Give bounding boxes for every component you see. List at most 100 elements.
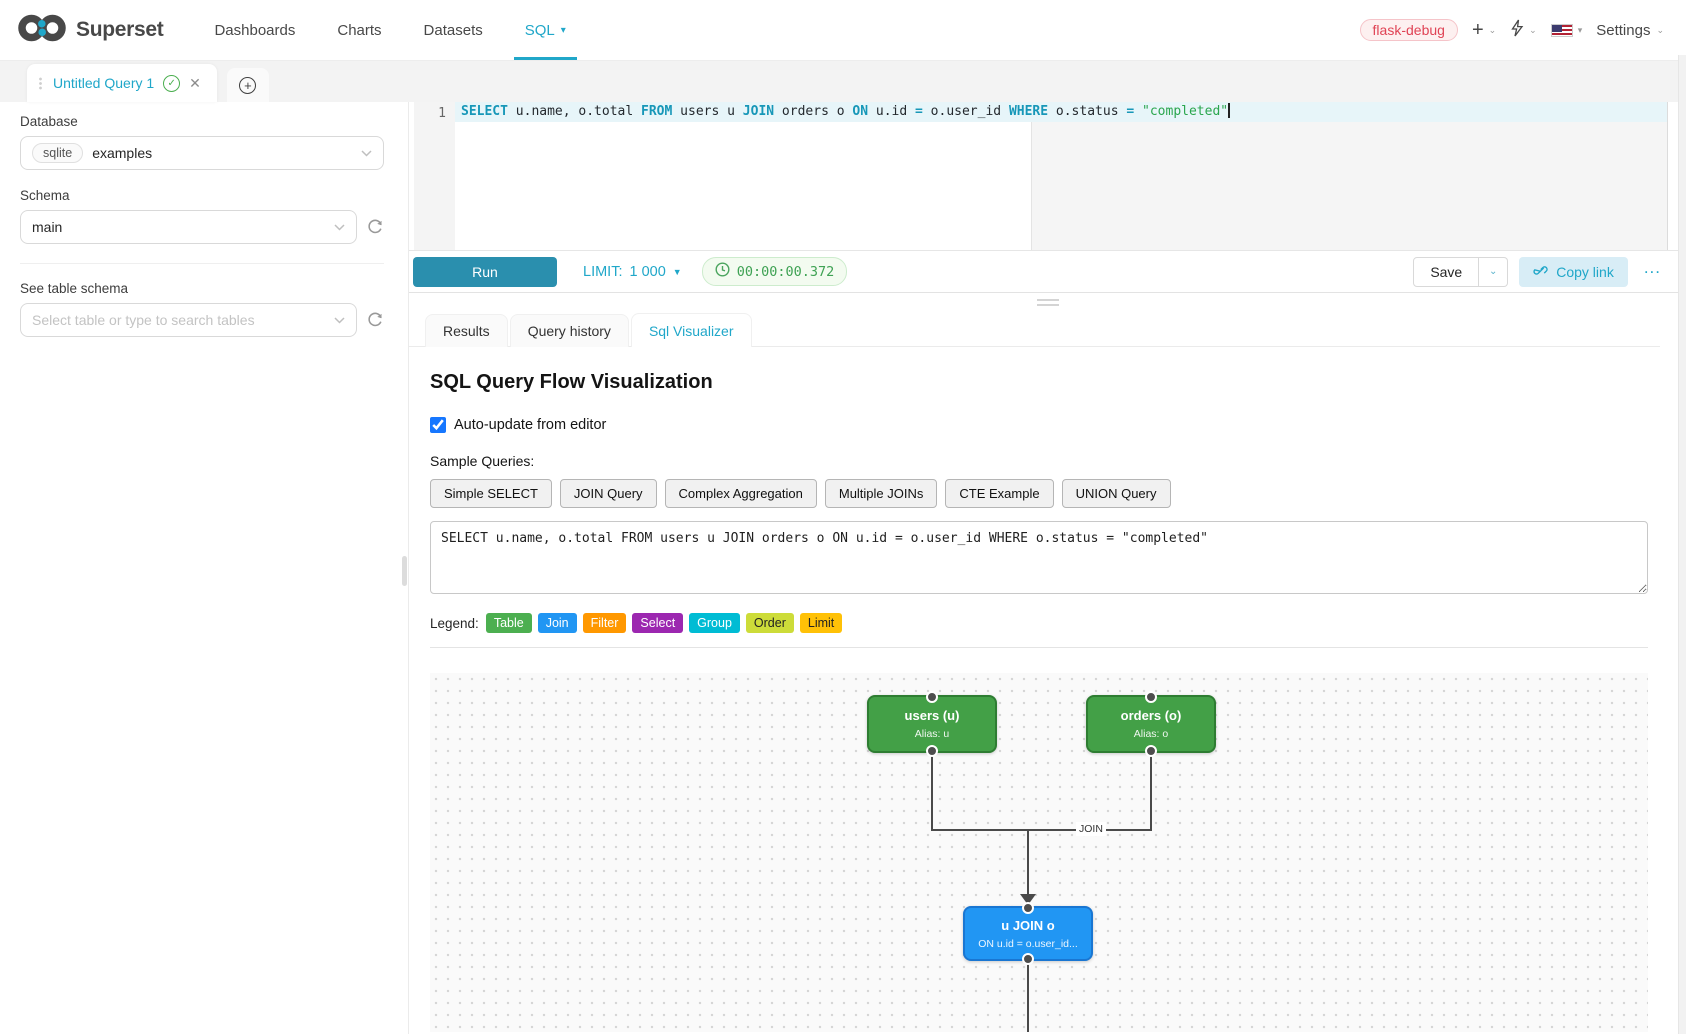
node-title: users (u) [904, 708, 960, 723]
sample-queries-label: Sample Queries: [430, 453, 535, 469]
flow-node[interactable]: orders (o)Alias: o [1086, 691, 1216, 757]
refresh-tables-button[interactable] [366, 311, 384, 329]
sql-token: u.name, o.total [507, 104, 642, 119]
query-tab[interactable]: Untitled Query 1 ✓ ✕ [27, 64, 217, 102]
language-picker[interactable]: ▾ [1550, 23, 1583, 37]
nav-item[interactable]: Dashboards [214, 21, 296, 39]
sidebar-divider [20, 263, 384, 264]
chevron-down-icon: ⌄ [1656, 24, 1664, 35]
nav-item[interactable]: SQL ▾ [504, 0, 587, 60]
save-dropdown-caret[interactable]: ⌄ [1479, 256, 1509, 287]
editor-active-line: SELECT u.name, o.total FROM users u JOIN… [455, 102, 1667, 122]
close-tab-icon[interactable]: ✕ [189, 74, 201, 91]
query-tab-title: Untitled Query 1 [53, 75, 155, 91]
new-item-dropdown[interactable]: + ⌄ [1472, 20, 1496, 40]
feature-flags-dropdown[interactable]: ⌄ [1510, 19, 1537, 42]
sample-query-button[interactable]: Multiple JOINs [824, 479, 938, 508]
result-tab[interactable]: Query history [509, 314, 629, 347]
edge-users-down [931, 753, 933, 830]
save-button[interactable]: Save [1413, 256, 1480, 287]
node-handle-bottom[interactable] [926, 745, 938, 757]
line-number: 1 [438, 106, 446, 121]
sql-token: o.status [1048, 104, 1127, 119]
more-actions-button[interactable]: ... [1643, 257, 1661, 277]
database-select[interactable]: sqlite examples [20, 136, 384, 170]
pane-resize-handle[interactable] [1036, 299, 1059, 309]
plus-circle-icon: + [239, 76, 257, 94]
legend-badge: Group [689, 613, 740, 633]
sql-token: orders o [774, 104, 853, 119]
sample-query-button[interactable]: JOIN Query [559, 479, 657, 508]
auto-update-checkbox[interactable] [430, 417, 446, 433]
node-handle-top[interactable] [1022, 902, 1034, 914]
top-navbar: Superset Dashboards Charts Datasets SQL … [0, 0, 1686, 61]
result-tab[interactable]: Sql Visualizer [630, 313, 752, 347]
node-title: orders (o) [1120, 708, 1182, 723]
table-select[interactable]: Select table or type to search tables [20, 303, 357, 337]
sql-token: ON [852, 104, 869, 119]
editor-print-margin-zone [1031, 102, 1667, 250]
legend-badge: Filter [582, 613, 627, 633]
sidebar-splitter-handle[interactable] [402, 556, 407, 586]
copy-link-label: Copy link [1556, 263, 1614, 280]
limit-value: 1 000 [629, 263, 666, 280]
auto-update-row: Auto-update from editor [430, 417, 1648, 433]
table-schema-label: See table schema [20, 281, 129, 296]
result-tab[interactable]: Results [425, 314, 508, 347]
navbar-right: flask-debug + ⌄ ⌄ ▾ Settings ⌄ [1359, 19, 1664, 42]
settings-menu[interactable]: Settings ⌄ [1596, 22, 1664, 39]
text-cursor [1228, 103, 1230, 118]
page-scrollbar[interactable] [1678, 55, 1686, 1034]
flow-node[interactable]: users (u)Alias: u [867, 691, 997, 757]
sample-query-button[interactable]: Complex Aggregation [664, 479, 817, 508]
sql-token [1134, 104, 1142, 119]
saved-check-icon: ✓ [163, 74, 181, 92]
main-nav: Dashboards Charts Datasets SQL ▾ [193, 0, 586, 60]
sql-token: o.user_id [922, 104, 1009, 119]
new-query-tab-button[interactable]: + [226, 68, 269, 102]
copy-link-button[interactable]: Copy link [1519, 256, 1628, 287]
run-button[interactable]: Run [413, 256, 557, 287]
sql-editor[interactable]: 1 SELECT u.name, o.total FROM users u JO… [414, 102, 1668, 250]
refresh-schemas-button[interactable] [366, 218, 384, 236]
edge-orders-down [1150, 753, 1152, 830]
environment-badge: flask-debug [1359, 19, 1458, 41]
nav-item[interactable]: Charts [337, 21, 382, 39]
legend-badge: Table [485, 613, 532, 633]
drag-handle-icon[interactable] [39, 76, 44, 90]
node-handle-bottom[interactable] [1145, 745, 1157, 757]
nav-item[interactable]: Datasets [423, 21, 483, 39]
sample-query-button[interactable]: UNION Query [1061, 479, 1171, 508]
chevron-down-icon: ⌄ [1488, 24, 1497, 35]
node-handle-bottom[interactable] [1022, 953, 1034, 965]
visualizer-title: SQL Query Flow Visualization [430, 371, 713, 393]
content-divider [430, 647, 1648, 648]
us-flag-icon [1550, 23, 1573, 37]
visualizer-sql-input[interactable]: SELECT u.name, o.total FROM users u JOIN… [430, 521, 1648, 594]
superset-logo-icon [16, 11, 68, 50]
legend-label: Legend: [430, 615, 479, 631]
edge-join-vertical [1027, 829, 1029, 895]
caret-down-icon: ▾ [1577, 24, 1583, 35]
sql-token: u.id [868, 104, 916, 119]
node-handle-top[interactable] [926, 691, 938, 703]
schema-value: main [32, 219, 63, 235]
edge-join-out [1027, 961, 1029, 1032]
sample-query-button[interactable]: Simple SELECT [430, 479, 552, 508]
brand-name: Superset [76, 18, 164, 41]
superset-logo[interactable]: Superset [16, 11, 164, 50]
legend-badge: Select [632, 613, 684, 633]
schema-select[interactable]: main [20, 210, 357, 244]
chevron-down-icon [334, 311, 345, 329]
limit-dropdown[interactable]: LIMIT: 1 000 ▼ [583, 264, 682, 280]
sql-token: FROM [641, 104, 673, 119]
node-handle-top[interactable] [1145, 691, 1157, 703]
table-select-placeholder: Select table or type to search tables [32, 312, 255, 328]
sample-query-button[interactable]: CTE Example [945, 479, 1054, 508]
chevron-down-icon [334, 218, 345, 236]
